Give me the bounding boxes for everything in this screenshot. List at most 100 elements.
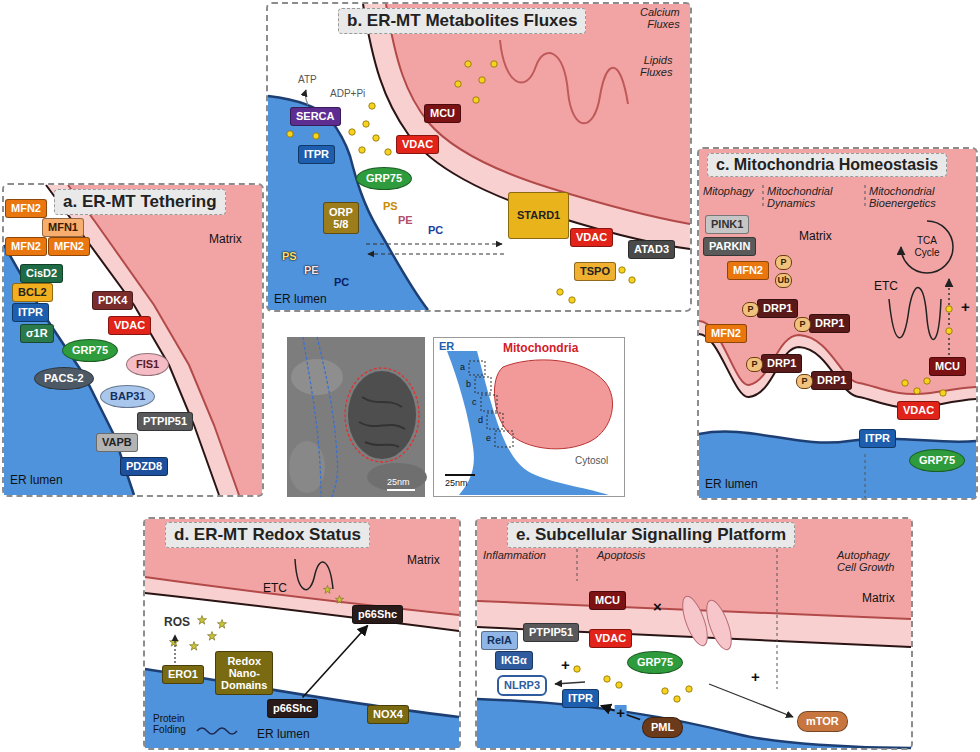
- illustration-shape: [702, 597, 737, 652]
- illustration-shape: [709, 684, 793, 717]
- protein-label: NOX4: [373, 708, 403, 721]
- protein-box: CisD2: [20, 264, 63, 283]
- illustration-shape: [479, 77, 485, 83]
- illustration-shape: [465, 61, 471, 67]
- illustration-shape: [366, 243, 502, 244]
- illustration-shape: [4, 185, 262, 495]
- illustration-shape: [940, 390, 946, 396]
- illustration-shape: [469, 361, 485, 375]
- text-label: PC: [428, 224, 443, 236]
- protein-box: GRP75: [909, 449, 965, 472]
- panel: c. Mitochondria HomeostasisPINK1PARKINMF…: [697, 147, 978, 500]
- illustration-shape: [914, 388, 920, 394]
- illustration-shape: [555, 682, 585, 684]
- text-label: a: [460, 362, 465, 372]
- illustration-shape: [145, 577, 459, 615]
- text-label: Matrix: [407, 553, 440, 567]
- illustration-shape: [865, 454, 866, 498]
- protein-box: FIS1: [126, 353, 169, 376]
- protein-box: VAPB: [96, 433, 138, 452]
- illustration-shape: [198, 616, 207, 625]
- protein-label: VDAC: [576, 231, 607, 244]
- protein-box: IKBα: [495, 651, 533, 670]
- protein-box: ITPR: [859, 429, 896, 448]
- protein-label: ORP 5/8: [329, 206, 353, 230]
- text-label: e: [486, 433, 491, 443]
- protein-box: GRP75: [627, 651, 683, 674]
- text-label: +: [961, 299, 970, 315]
- protein-label: VDAC: [402, 138, 433, 151]
- illustration-shape: [763, 185, 764, 209]
- panel-heading: e. Subcellular Signalling Platform: [507, 522, 795, 548]
- protein-box: PTPIP51: [137, 412, 193, 431]
- protein-label: SERCA: [296, 110, 335, 123]
- protein-label: ITPR: [18, 306, 43, 319]
- protein-box: MFN2: [727, 261, 769, 280]
- illustration-shape: [348, 371, 416, 459]
- illustration-shape: [363, 4, 690, 249]
- protein-label: RelA: [487, 634, 512, 647]
- illustration-shape: [495, 431, 513, 447]
- text-label: Ub: [775, 273, 792, 288]
- illustration-shape: [678, 593, 713, 648]
- protein-box: GRP75: [356, 167, 412, 190]
- illustration-shape: [287, 337, 427, 497]
- illustration-shape: [287, 131, 293, 137]
- illustration-shape: [902, 380, 908, 386]
- text-label: Mitochondria: [503, 341, 578, 355]
- panel-heading: c. Mitochondria Homeostasis: [707, 153, 947, 177]
- protein-label: VAPB: [102, 436, 132, 449]
- illustration-shape: [699, 149, 976, 498]
- protein-label: MCU: [595, 594, 620, 607]
- illustration-shape: [491, 61, 497, 67]
- text-label: PE: [304, 264, 319, 276]
- protein-label: MFN2: [733, 264, 763, 277]
- illustration-shape: [303, 337, 321, 497]
- text-label: PS: [383, 200, 398, 212]
- protein-box: RelA: [481, 631, 518, 650]
- protein-label: DRP1: [815, 317, 844, 330]
- text-label: Mitochondrial Dynamics: [767, 185, 859, 209]
- protein-label: MFN2: [11, 240, 41, 253]
- text-label: Matrix: [799, 229, 832, 243]
- illustration-shape: [901, 221, 953, 273]
- protein-box: ATAD3: [628, 240, 675, 259]
- text-label: PS: [282, 250, 297, 262]
- illustration-shape: [373, 135, 379, 141]
- text-label: +: [561, 657, 570, 673]
- edge-label: +: [614, 705, 627, 721]
- protein-box: PACS-2: [34, 367, 94, 390]
- text-label: ROS: [164, 615, 190, 629]
- text-label: ER: [439, 340, 454, 352]
- illustration-shape: [295, 559, 333, 590]
- illustration-shape: [386, 4, 690, 224]
- protein-label: GRP75: [919, 454, 955, 467]
- text-label: 25nm: [445, 478, 468, 488]
- illustration-shape: [699, 432, 976, 443]
- protein-label: mTOR: [806, 715, 839, 728]
- illustration-shape: [313, 133, 319, 139]
- text-label: ETC: [874, 279, 898, 293]
- panel-heading: d. ER-MT Redox Status: [165, 522, 370, 548]
- protein-box: σ1R: [20, 324, 54, 343]
- text-label: TCA Cycle: [907, 235, 947, 259]
- illustration-shape: [445, 474, 475, 476]
- protein-label: PACS-2: [44, 372, 84, 385]
- illustration-shape: [145, 519, 459, 615]
- text-label: ER lumen: [705, 477, 758, 491]
- protein-label: MCU: [935, 360, 960, 373]
- text-label: ER lumen: [10, 473, 63, 487]
- protein-box: mTOR: [797, 711, 848, 732]
- illustration-shape: [569, 297, 575, 303]
- protein-label: GRP75: [366, 172, 402, 185]
- panel: b. ER-MT Metabolites FluxesSERCAMCUITPRV…: [266, 2, 692, 312]
- illustration-shape: [500, 40, 628, 123]
- protein-box: MCU: [424, 104, 461, 123]
- illustration-shape: [477, 699, 911, 748]
- protein-label: ITPR: [304, 148, 329, 161]
- protein-label: σ1R: [26, 327, 48, 340]
- protein-box: ORP 5/8: [323, 202, 359, 234]
- illustration-shape: [686, 686, 692, 692]
- protein-label: CisD2: [26, 267, 57, 280]
